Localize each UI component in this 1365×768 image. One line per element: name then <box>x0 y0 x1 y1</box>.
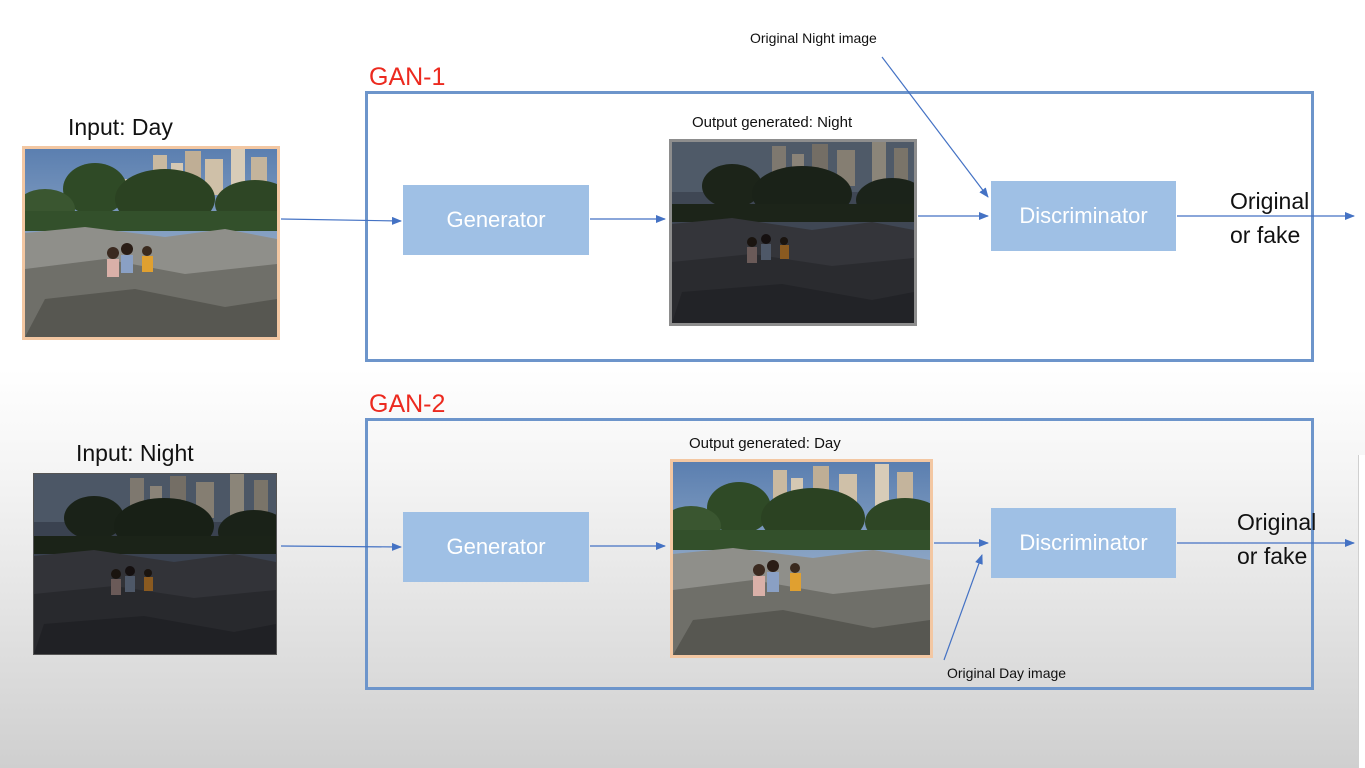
gan1-output-label: Output generated: Night <box>692 114 853 131</box>
gan2-frame <box>365 418 1314 690</box>
gan1-frame <box>365 91 1314 362</box>
right-edge-scrollbar[interactable] <box>1358 455 1365 768</box>
gan2-discriminator-block: Discriminator <box>991 508 1176 578</box>
gan2-title: GAN-2 <box>369 390 446 418</box>
gan2-output-day-photo <box>670 459 933 658</box>
gan1-generator-block: Generator <box>403 185 589 255</box>
gan2-input-night-photo <box>33 473 277 655</box>
gan2-verdict-line2: or fake <box>1237 543 1308 569</box>
gan2-reference-label: Original Day image <box>947 665 1067 681</box>
gan1-verdict: Original or fake <box>1230 184 1309 252</box>
gan1-reference-label: Original Night image <box>750 30 877 46</box>
gan2-output-label: Output generated: Day <box>689 435 841 452</box>
gan1-output-night-photo <box>669 139 917 326</box>
gan1-verdict-line1: Original <box>1230 188 1310 214</box>
gan2-input-label: Input: Night <box>76 440 194 466</box>
gan1-title: GAN-1 <box>369 63 446 91</box>
gan1-verdict-line2: or fake <box>1230 222 1301 248</box>
gan1-input-day-photo <box>22 146 280 340</box>
gan1-discriminator-block: Discriminator <box>991 181 1176 251</box>
gan2-generator-block: Generator <box>403 512 589 582</box>
gan2-verdict-line1: Original <box>1237 509 1317 535</box>
gan1-input-label: Input: Day <box>68 114 173 140</box>
gan2-verdict: Original or fake <box>1237 505 1316 573</box>
